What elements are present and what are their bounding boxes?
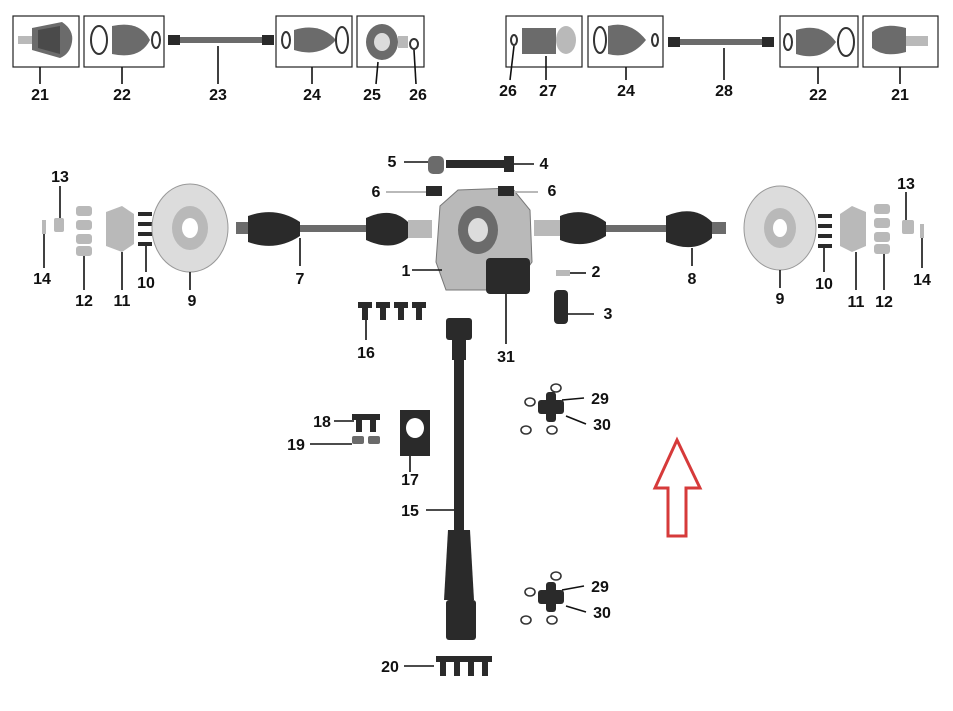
part-13-left-nut — [54, 186, 64, 232]
part-11-right-hub — [840, 206, 866, 290]
part-21-outer-cv-joint-right — [862, 15, 939, 68]
label-12-right: 12 — [875, 294, 893, 311]
part-3-spring — [554, 290, 594, 324]
label-10-left: 10 — [137, 275, 155, 292]
label-11-right: 11 — [848, 294, 865, 311]
label-9-left: 9 — [188, 293, 197, 310]
part-18-bolts — [334, 414, 380, 432]
label-5: 5 — [388, 154, 397, 171]
label-13-left: 13 — [51, 169, 69, 186]
part-9-right-brake-disc — [743, 185, 817, 288]
part-5-bushing — [404, 156, 444, 174]
label-22-left: 22 — [113, 87, 131, 104]
label-3: 3 — [604, 306, 613, 323]
part-28-axle-shaft-right — [668, 37, 774, 47]
part-4-long-bolt — [446, 156, 534, 172]
label-4: 4 — [540, 156, 549, 173]
part-10-right-bolts — [818, 214, 832, 272]
part-21-outer-cv-joint-left — [12, 15, 80, 68]
part-24-boot-left — [275, 15, 353, 68]
label-13-right: 13 — [897, 176, 915, 193]
label-7: 7 — [296, 271, 305, 288]
part-11-left-hub — [106, 206, 134, 290]
part-7-left-drive-shaft — [236, 212, 432, 266]
label-21-left: 21 — [31, 87, 49, 104]
label-15: 15 — [401, 503, 419, 520]
part-31-actuator — [486, 258, 530, 344]
part-27-inner-joint-right — [505, 15, 583, 68]
part-10-left-bolts — [138, 212, 152, 272]
label-14-left: 14 — [33, 271, 51, 288]
part-8-right-drive-shaft — [534, 211, 726, 266]
label-31: 31 — [497, 349, 515, 366]
label-27: 27 — [539, 83, 557, 100]
label-24-right: 24 — [617, 83, 635, 100]
label-30-bottom: 30 — [593, 605, 611, 622]
label-25: 25 — [363, 87, 381, 104]
part-19-nuts — [310, 436, 380, 445]
label-20: 20 — [381, 659, 399, 676]
part-6-bolt-left — [386, 186, 442, 196]
label-18: 18 — [313, 414, 331, 431]
label-28: 28 — [715, 83, 733, 100]
label-22-right: 22 — [809, 87, 827, 104]
part-13-right-nut — [902, 192, 914, 234]
label-8: 8 — [688, 271, 697, 288]
label-16: 16 — [357, 345, 375, 362]
up-arrow-icon — [652, 436, 703, 538]
part-12-left-bearings — [76, 206, 92, 290]
part-14-right-pin — [920, 224, 924, 268]
part-25-inner-joint-box — [356, 15, 425, 68]
label-19: 19 — [287, 437, 305, 454]
label-12-left: 12 — [75, 293, 93, 310]
label-9-right: 9 — [776, 291, 785, 308]
label-6-left: 6 — [372, 184, 381, 201]
part-14-left-pin — [42, 220, 46, 268]
label-17: 17 — [401, 472, 419, 489]
label-21-right: 21 — [891, 87, 909, 104]
part-24-boot-right — [587, 15, 664, 68]
part-9-left-brake-disc — [151, 183, 229, 290]
label-11-left: 11 — [114, 293, 131, 310]
part-29-30-universal-joint-top — [520, 383, 587, 435]
label-29-top: 29 — [591, 391, 609, 408]
part-20-bolts — [404, 656, 492, 676]
label-26-right: 26 — [499, 83, 517, 100]
label-2: 2 — [592, 264, 601, 281]
label-24-left: 24 — [303, 87, 321, 104]
part-17-mount-bracket — [400, 410, 430, 472]
top-row-leaders — [39, 45, 901, 85]
label-29-bottom: 29 — [591, 579, 609, 596]
label-30-top: 30 — [593, 417, 611, 434]
part-23-axle-shaft-left — [168, 35, 274, 45]
part-2-small-bolt — [556, 270, 586, 276]
part-22-boot-kit-left — [83, 15, 165, 68]
part-29-30-universal-joint-bottom — [520, 571, 587, 625]
label-6-right: 6 — [548, 183, 557, 200]
part-22-boot-kit-right — [779, 15, 859, 68]
label-26-left: 26 — [409, 87, 427, 104]
part-16-bolts — [358, 302, 426, 340]
label-10-right: 10 — [815, 276, 833, 293]
part-number-labels: 21 22 23 24 25 26 26 27 24 28 22 21 5 4 … — [31, 83, 931, 676]
label-1: 1 — [402, 263, 411, 280]
part-6-bolt-right — [498, 186, 538, 196]
part-12-right-bearings — [874, 204, 890, 290]
part-15-propeller-shaft — [426, 318, 476, 640]
label-14-right: 14 — [913, 272, 931, 289]
label-23: 23 — [209, 87, 227, 104]
